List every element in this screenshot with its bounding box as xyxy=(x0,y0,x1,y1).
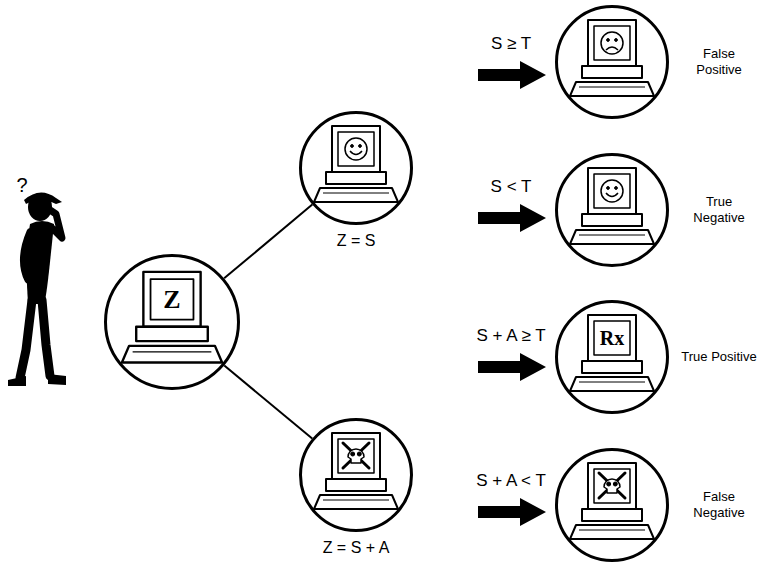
outcome-label: False Negative xyxy=(679,489,759,520)
outcome-label: True Positive xyxy=(681,349,756,365)
condition-label: S + A < T xyxy=(476,471,546,490)
text-slot: False Positive xyxy=(679,5,759,119)
label-slot: S + A ≥ T xyxy=(451,326,571,346)
circle-outline xyxy=(555,448,669,562)
text-slot: True Positive xyxy=(679,300,759,414)
smiley-face xyxy=(345,138,367,160)
text-slot: Z = S xyxy=(286,231,426,250)
branch-line xyxy=(224,205,312,279)
computer-icon xyxy=(314,433,398,509)
computer-icon xyxy=(314,126,398,202)
label-slot: ? xyxy=(7,174,37,197)
block-arrows xyxy=(478,61,546,526)
computer-icon xyxy=(570,168,654,244)
condition-label: S ≥ T xyxy=(491,34,531,53)
skull-crossbones xyxy=(343,443,369,468)
computer-circle: Z xyxy=(104,254,240,390)
smiley-face xyxy=(601,180,623,202)
branch-line xyxy=(224,365,312,438)
text-slot: Z = S + A xyxy=(286,538,426,557)
computer-circle: Z = S xyxy=(299,111,413,225)
outcome-label: True Negative xyxy=(679,194,759,225)
label-slot: S + A < T xyxy=(451,471,571,491)
condition-label: S < T xyxy=(491,177,532,196)
state-label: Z = S + A xyxy=(323,539,390,556)
computer-icon xyxy=(570,315,654,391)
computer-circle: Z = S + A xyxy=(299,418,413,532)
computer-icon xyxy=(570,20,654,96)
label-slot: S ≥ T xyxy=(456,34,566,54)
circle-outline xyxy=(299,111,413,225)
circle-outline xyxy=(555,300,669,414)
circle-outline xyxy=(555,153,669,267)
computer-icon xyxy=(122,272,222,363)
condition-label: S + A ≥ T xyxy=(476,326,545,345)
circle-outline xyxy=(104,254,240,390)
label-slot: S < T xyxy=(456,177,566,197)
computer-circle: True Negative xyxy=(555,153,669,267)
computer-circle: RxTrue Positive xyxy=(555,300,669,414)
question-mark: ? xyxy=(16,174,27,196)
circle-outline xyxy=(555,5,669,119)
text-slot: True Negative xyxy=(679,153,759,267)
sad-face xyxy=(601,32,623,54)
text-slot: Rx xyxy=(594,321,630,355)
text-slot: Z xyxy=(151,279,194,320)
screen-text: Z xyxy=(163,284,180,315)
circle-outline xyxy=(299,418,413,532)
thinking-person xyxy=(8,192,66,386)
screen-text: Rx xyxy=(600,326,624,350)
computer-icon xyxy=(570,463,654,539)
text-slot: False Negative xyxy=(679,448,759,562)
computer-circle: False Positive xyxy=(555,5,669,119)
state-label: Z = S xyxy=(337,232,376,249)
outcome-label: False Positive xyxy=(679,46,759,77)
skull-crossbones xyxy=(599,473,625,498)
computer-circle: False Negative xyxy=(555,448,669,562)
